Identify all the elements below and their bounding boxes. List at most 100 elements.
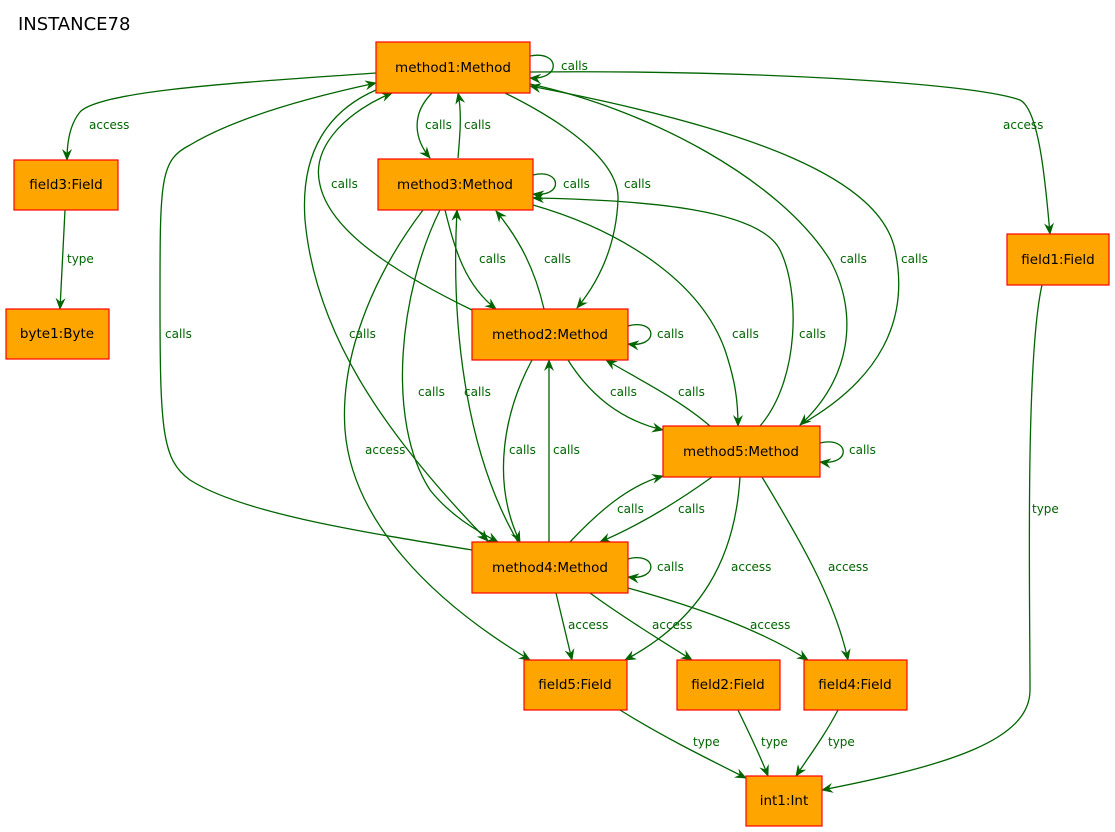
- node-label: int1:Int: [760, 793, 809, 809]
- node-method1[interactable]: method1:Method: [375, 41, 531, 94]
- edge-label: calls: [544, 252, 571, 266]
- nodes: method1:Method method3:Method method2:Me…: [5, 41, 1110, 827]
- edge-label: calls: [561, 59, 588, 73]
- edge-label: calls: [657, 327, 684, 341]
- node-label: method2:Method: [492, 327, 608, 343]
- edge-method3-method5-calls: [532, 204, 743, 427]
- edge-method5-method3-calls: [532, 193, 794, 427]
- edge-method3-method1-calls: [455, 92, 466, 159]
- edge-method4-field5-access: [555, 592, 575, 661]
- edge-method3-method4-calls: [401, 209, 499, 543]
- edge-method4-method5-calls: [569, 474, 664, 543]
- edge-label: calls: [464, 118, 491, 132]
- edge-label: calls: [553, 443, 580, 457]
- edge-label: access: [828, 560, 868, 574]
- node-method3[interactable]: method3:Method: [377, 158, 534, 211]
- edge-method5-method2-calls: [605, 359, 711, 427]
- node-label: byte1:Byte: [20, 326, 94, 342]
- edge-label: access: [89, 118, 129, 132]
- edge-label: calls: [657, 560, 684, 574]
- edge-label: access: [365, 443, 405, 457]
- node-int1[interactable]: int1:Int: [745, 775, 823, 827]
- edge-label: type: [1032, 502, 1059, 516]
- edge-label: type: [67, 252, 94, 266]
- edge-method4-field4-access: [627, 587, 809, 661]
- edge-label: calls: [165, 327, 192, 341]
- edge-method2-self-calls: [627, 324, 652, 351]
- node-field4[interactable]: field4:Field: [803, 659, 908, 711]
- edge-label: calls: [349, 327, 376, 341]
- edge-method4-method3-calls: [451, 209, 519, 543]
- edge-method1-self-calls: [529, 54, 554, 84]
- edge-method3-field5-access: [343, 209, 531, 661]
- edge-label: access: [568, 618, 608, 632]
- edge-method2-method4-calls: [502, 359, 533, 543]
- node-label: field2:Field: [691, 677, 764, 693]
- edge-method2-method3-calls: [495, 210, 545, 310]
- edge-label: calls: [849, 443, 876, 457]
- node-field2[interactable]: field2:Field: [676, 659, 781, 711]
- edge-method1-field3-access: [62, 72, 377, 161]
- edge-method1-method4-calls: [303, 89, 489, 542]
- edges: calls access access calls calls calls ca…: [55, 54, 1059, 793]
- edge-field2-int1-type: [737, 709, 769, 777]
- edge-label: access: [1003, 118, 1043, 132]
- edge-label: access: [731, 560, 771, 574]
- edge-label: calls: [617, 502, 644, 516]
- node-label: method1:Method: [395, 60, 511, 76]
- edge-method1-method3-calls: [416, 92, 433, 159]
- edge-method5-field4-access: [761, 476, 851, 661]
- edge-label: type: [828, 735, 855, 749]
- node-method5[interactable]: method5:Method: [662, 425, 821, 478]
- edge-label: calls: [901, 252, 928, 266]
- edge-method5-field5-access: [624, 476, 741, 661]
- node-field3[interactable]: field3:Field: [13, 159, 119, 211]
- node-method2[interactable]: method2:Method: [471, 308, 629, 361]
- edge-method5-method4-calls: [599, 476, 713, 543]
- node-label: field1:Field: [1021, 252, 1094, 268]
- edge-label: calls: [678, 385, 705, 399]
- edge-label: calls: [563, 177, 590, 191]
- edge-label: calls: [678, 502, 705, 516]
- node-byte1[interactable]: byte1:Byte: [5, 308, 110, 360]
- edge-label: calls: [418, 385, 445, 399]
- edge-label: access: [652, 618, 692, 632]
- node-label: field4:Field: [818, 677, 891, 693]
- edge-label: calls: [331, 177, 358, 191]
- edge-label: calls: [610, 385, 637, 399]
- edge-method3-self-calls: [532, 173, 557, 201]
- edge-label: type: [693, 735, 720, 749]
- edge-method3-method2-calls: [444, 209, 497, 310]
- edge-label: calls: [732, 327, 759, 341]
- edge-method1-method5-calls: [529, 83, 848, 426]
- node-field1[interactable]: field1:Field: [1006, 233, 1110, 286]
- edge-field5-int1-type: [619, 709, 747, 779]
- diagram-title: INSTANCE78: [18, 14, 130, 35]
- edge-method2-method1-calls: [317, 92, 473, 311]
- edge-method1-field1-access: [529, 71, 1054, 235]
- edge-label: calls: [624, 177, 651, 191]
- node-field5[interactable]: field5:Field: [523, 659, 628, 711]
- node-label: method4:Method: [492, 560, 608, 576]
- node-method4[interactable]: method4:Method: [471, 541, 629, 594]
- edge-label: type: [761, 735, 788, 749]
- edge-field4-int1-type: [795, 709, 839, 777]
- edge-label: calls: [799, 327, 826, 341]
- node-label: method5:Method: [683, 444, 799, 460]
- edge-label: calls: [840, 252, 867, 266]
- edge-method4-method1-calls: [159, 80, 473, 551]
- edge-method5-method1-calls: [529, 83, 900, 426]
- edge-method5-self-calls: [819, 441, 844, 469]
- edge-label: calls: [479, 252, 506, 266]
- node-label: method3:Method: [397, 177, 513, 193]
- edge-label: access: [750, 618, 790, 632]
- edge-field3-byte1-type: [55, 209, 66, 310]
- edge-method4-field2-access: [589, 592, 693, 661]
- edge-field1-int1-type: [821, 284, 1043, 793]
- edge-method1-method2-calls: [504, 92, 619, 309]
- edge-method4-self-calls: [627, 557, 652, 584]
- edge-label: calls: [425, 118, 452, 132]
- node-label: field3:Field: [29, 177, 102, 193]
- edge-label: calls: [509, 443, 536, 457]
